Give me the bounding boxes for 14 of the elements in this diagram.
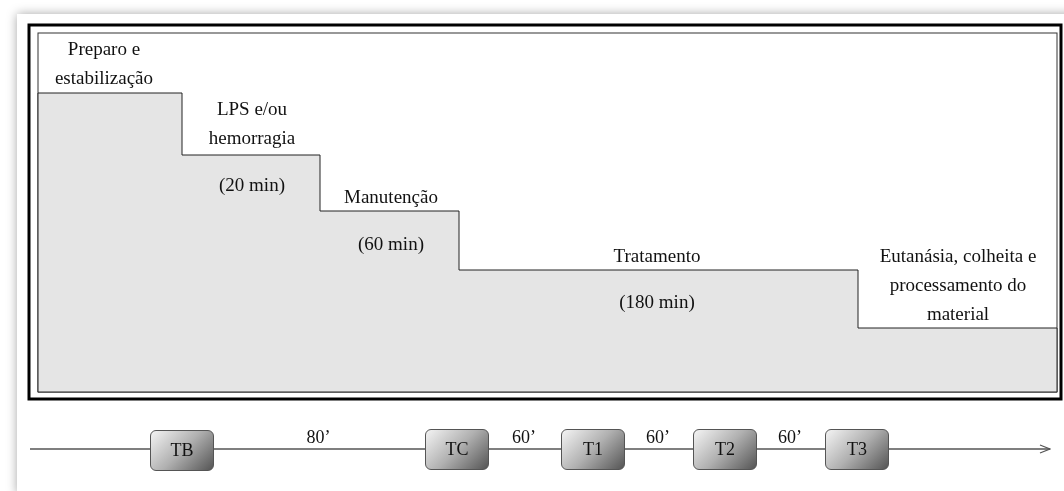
time-point-box: TB [150,430,214,471]
time-point-box: TC [425,429,489,470]
phase-label: Preparo e estabilização [53,37,155,90]
duration-label: Manutenção [343,185,439,209]
time-point-box: T1 [561,429,625,470]
phase-label: (60 min) [357,232,425,256]
time-point-box: T2 [693,429,757,470]
timeline-arrow [888,444,1051,454]
phase-label: Eutanásia, colheita e processamento do material [878,244,1038,326]
duration-label: Tratamento [612,244,702,268]
time-point-box: T3 [825,429,889,470]
phase-label: (180 min) [618,290,696,314]
phase-label: LPS e/ou hemorragia [207,97,297,150]
phase-label: (20 min) [218,173,286,197]
